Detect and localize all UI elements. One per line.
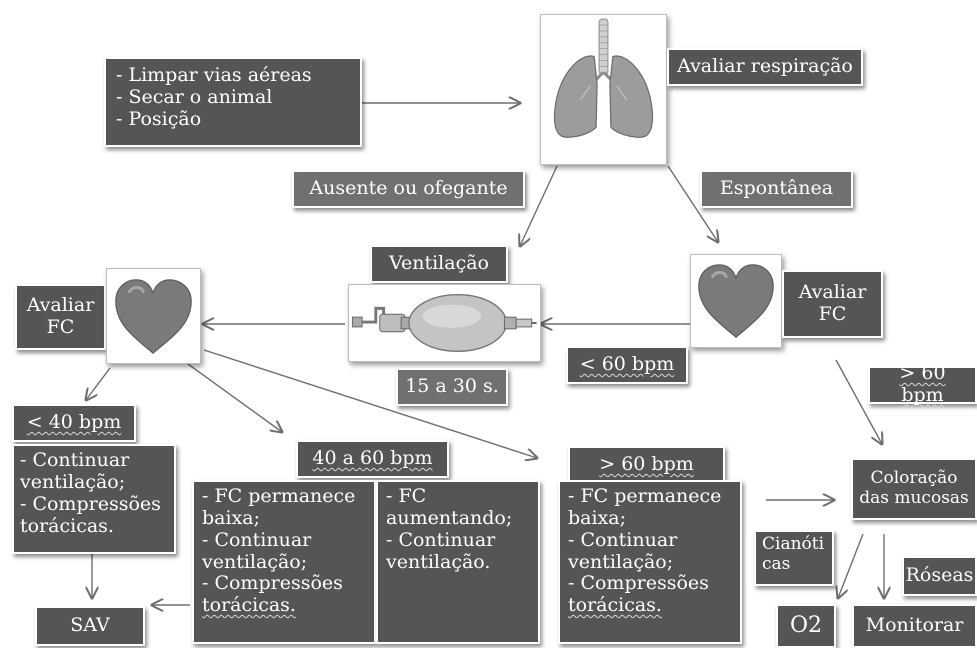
lt40-box: < 40 bpm <box>12 404 136 442</box>
spontaneous-breathing-box: Espontânea <box>700 170 853 208</box>
mucosa-label: das mucosas <box>859 488 969 508</box>
heart-picture-right <box>690 254 782 348</box>
range-40-60-box: 40 a 60 bpm <box>296 440 449 478</box>
evaluate-breathing-box: Avaliar respiração <box>667 48 863 86</box>
action-line: - Compressões <box>202 572 343 595</box>
sav-label: SAV <box>70 614 110 637</box>
initial-actions-box: - Limpar vias aéreas - Secar o animal - … <box>104 57 362 147</box>
action-line: torácicas. <box>20 514 114 537</box>
initial-action: - Secar o animal <box>116 85 273 108</box>
action-line: ventilação. <box>386 550 491 573</box>
lungs-picture <box>540 14 667 165</box>
monitor-label: Monitorar <box>865 614 964 637</box>
action-line: - Compressões <box>568 572 709 595</box>
gt60-actions-box: - FC permanece baixa; - Continuar ventil… <box>558 480 742 644</box>
mucosa-color-box: Coloração das mucosas <box>851 458 977 520</box>
monitor-box: Monitorar <box>852 604 977 648</box>
heart-icon <box>698 264 774 338</box>
action-line: baixa; <box>568 506 627 529</box>
ventilation-time-box: 15 a 30 s. <box>396 368 508 406</box>
evaluate-breathing-label: Avaliar respiração <box>677 55 853 78</box>
ambu-bag-picture <box>348 284 541 362</box>
action-line: ventilação; <box>202 550 308 573</box>
action-line: - Continuar <box>20 449 130 471</box>
action-line: - FC permanece <box>202 485 356 507</box>
oxygen-label: O2 <box>789 613 823 639</box>
lt40-label: < 40 bpm <box>26 411 122 434</box>
action-line: ventilação; <box>20 470 126 493</box>
range-40-60-label: 40 a 60 bpm <box>312 447 433 470</box>
heart-icon <box>115 279 192 354</box>
gt60-label: > 60 bpm <box>899 362 946 406</box>
range-40-60-rising-box: - FC aumentando; - Continuar ventilação. <box>376 480 540 644</box>
absent-breathing-box: Ausente ou ofegante <box>292 170 525 208</box>
action-line: torácicas. <box>202 594 296 617</box>
lt40-actions-box: - Continuar ventilação; - Compressões to… <box>12 444 176 554</box>
sav-box: SAV <box>35 606 145 646</box>
absent-breathing-label: Ausente ou ofegante <box>309 177 508 200</box>
spontaneous-breathing-label: Espontânea <box>719 177 834 200</box>
ventilation-label: Ventilação <box>389 252 489 275</box>
mucosa-label: Coloração <box>870 468 958 489</box>
evaluate-hr-right-box: Avaliar FC <box>782 270 883 338</box>
action-line: baixa; <box>202 506 261 529</box>
initial-action: - Posição <box>116 107 202 130</box>
gt60-right-box: > 60 bpm <box>868 362 977 406</box>
heart-picture-left <box>106 268 201 364</box>
action-line: ventilação; <box>568 550 674 573</box>
lt60-right-box: < 60 bpm <box>566 346 688 384</box>
evaluate-hr-label: FC <box>46 316 75 338</box>
range-40-60-low-box: - FC permanece baixa; - Continuar ventil… <box>192 480 376 644</box>
cyanotic-box: Cianóti cas <box>754 530 834 586</box>
action-line: - Compressões <box>20 492 161 515</box>
action-line: - Continuar <box>202 528 312 551</box>
gt60-mid-label: > 60 bpm <box>599 453 694 476</box>
action-line: - Continuar <box>386 528 496 551</box>
pink-box: Róseas <box>902 556 977 596</box>
oxygen-box: O2 <box>776 604 836 648</box>
evaluate-hr-label: Avaliar <box>26 294 95 317</box>
cyanotic-label: cas <box>762 553 791 574</box>
initial-action: - Limpar vias aéreas <box>116 64 312 86</box>
action-line: - FC permanece <box>568 485 722 507</box>
cyanotic-label: Cianóti <box>762 534 825 554</box>
pink-label: Róseas <box>905 564 974 587</box>
action-line: aumentando; <box>386 506 513 529</box>
action-line: torácicas. <box>568 594 662 617</box>
ventilation-box: Ventilação <box>370 245 508 283</box>
lt60-label: < 60 bpm <box>579 353 675 376</box>
gt60-mid-box: > 60 bpm <box>568 446 725 484</box>
evaluate-hr-label: FC <box>818 303 847 325</box>
evaluate-hr-left-box: Avaliar FC <box>15 284 106 350</box>
action-line: - Continuar <box>568 528 678 551</box>
action-line: - FC <box>386 485 427 507</box>
ambu-bag-icon <box>351 294 537 352</box>
lungs-icon <box>553 18 654 138</box>
ventilation-time-label: 15 a 30 s. <box>405 375 499 398</box>
evaluate-hr-label: Avaliar <box>798 281 867 304</box>
